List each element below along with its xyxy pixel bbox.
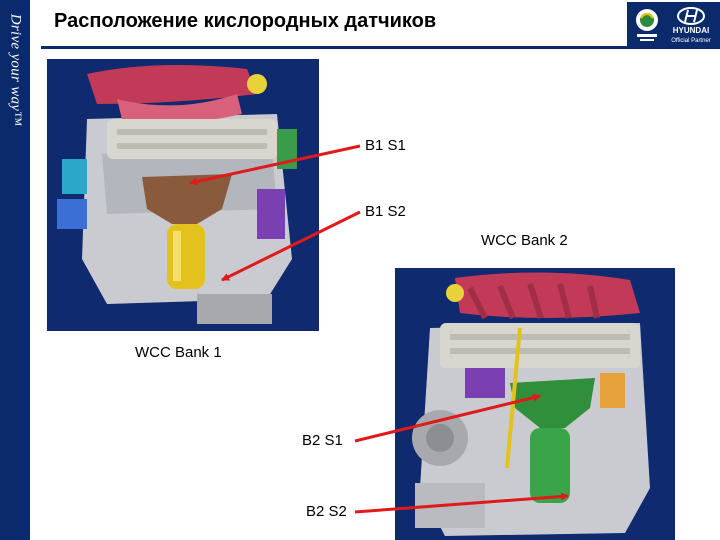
arrow-b2s1 xyxy=(354,393,541,443)
brand-sidebar: Drive your way™ xyxy=(0,0,30,540)
label-b2s2: B2 S2 xyxy=(306,503,347,520)
arrow-b1s2 xyxy=(221,210,361,282)
hyundai-logo-icon xyxy=(677,7,705,25)
title-divider xyxy=(41,46,720,49)
official-partner-text: Official Partner xyxy=(671,38,711,44)
engine-photo-bank1 xyxy=(47,59,319,331)
fifa-world-cup-emblem-icon xyxy=(636,9,658,41)
slide-title: Расположение кислородных датчиков xyxy=(54,10,437,32)
arrow-b1s1 xyxy=(189,144,361,186)
engine-photo-bank2 xyxy=(395,268,675,540)
hyundai-wordmark: HYUNDAI xyxy=(673,26,709,35)
label-wcc-bank2: WCC Bank 2 xyxy=(481,232,568,249)
arrow-b2s2 xyxy=(354,492,569,514)
label-b1s2: B1 S2 xyxy=(365,203,406,220)
logo-group: HYUNDAI Official Partner xyxy=(627,2,720,46)
label-wcc-bank1: WCC Bank 1 xyxy=(135,344,222,361)
label-b2s1: B2 S1 xyxy=(302,432,343,449)
label-b1s1: B1 S1 xyxy=(365,137,406,154)
